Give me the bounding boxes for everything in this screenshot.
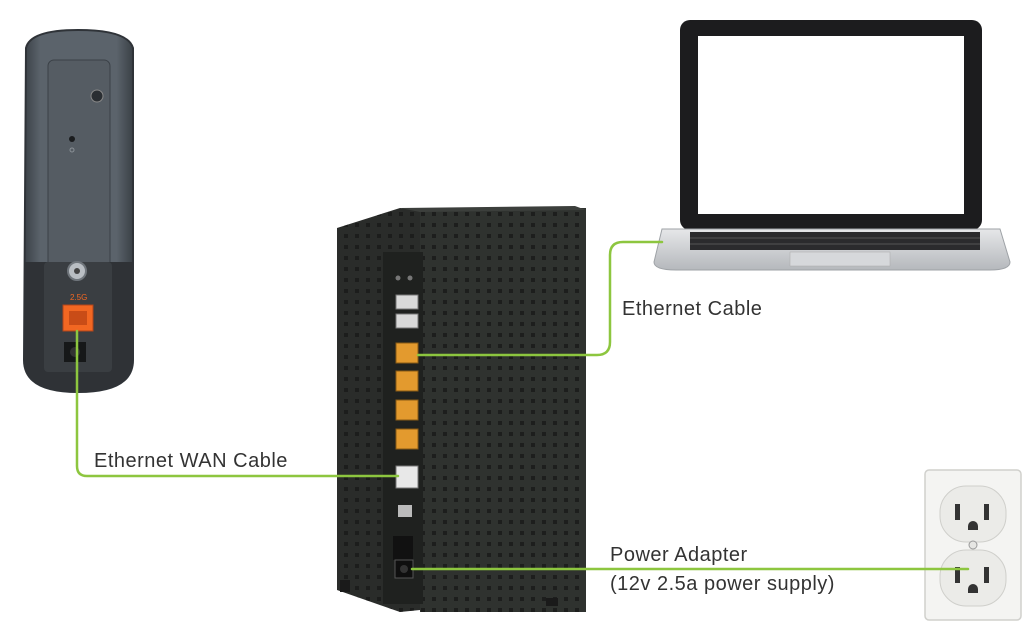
router-lan-ports [395,342,419,450]
router-power-switch [393,536,413,560]
ethernet-wan-cable-label: Ethernet WAN Cable [94,450,288,472]
ethernet-cable-line [416,240,664,357]
laptop-keyboard [690,232,980,250]
power-adapter-label: Power Adapter [610,544,748,566]
modem-power-button-icon [90,89,104,103]
router-usb-port [398,505,412,517]
router [337,206,586,612]
outlet-screw-icon [968,540,978,550]
modem-reset-hole-icon [69,136,75,142]
power-adapter-spec-label: (12v 2.5a power supply) [610,573,835,595]
laptop-screen [698,36,964,214]
laptop-trackpad [789,251,891,267]
ethernet-wan-cable-line [75,329,400,478]
laptop [653,20,1011,271]
modem-port-label: 2.5G [70,293,87,302]
ethernet-cable-label: Ethernet Cable [622,298,763,320]
wall-outlet [924,469,1022,621]
router-phone-port [395,294,419,310]
cable-modem: 2.5G [22,28,134,394]
router-wan-port [395,465,419,489]
